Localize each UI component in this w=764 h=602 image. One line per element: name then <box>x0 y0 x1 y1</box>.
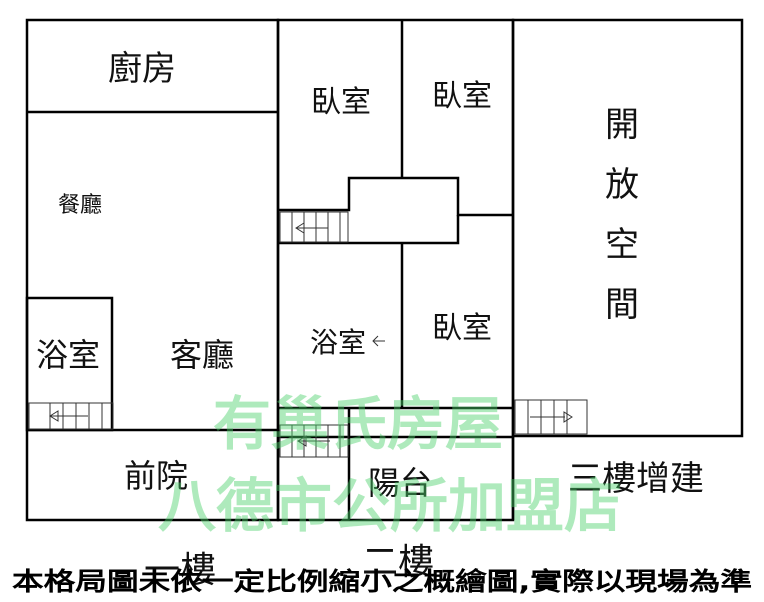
floor-label-second: 二樓 <box>362 542 434 583</box>
stairs-middle-lower <box>279 424 349 458</box>
room-bedroom-2: 臥室 <box>432 79 492 114</box>
stairs-middle-upper <box>279 211 349 243</box>
room-balcony: 陽台 <box>368 464 432 502</box>
room-bedroom-3: 臥室 <box>432 311 492 346</box>
stairs-left <box>28 402 114 430</box>
room-open-space-char-3: 空 <box>605 225 639 265</box>
room-bedroom-1: 臥室 <box>311 85 371 120</box>
room-dining: 餐廳 <box>58 193 102 218</box>
room-kitchen: 廚房 <box>108 49 176 89</box>
room-open-space-char-2: 放 <box>605 165 639 205</box>
room-third-floor-extension: 三樓增建 <box>568 459 704 499</box>
watermark-line-2: 八德市公所加盟店 <box>158 472 622 540</box>
room-bath-mid: 浴室 <box>310 326 366 359</box>
room-open-space-char-1: 開 <box>605 105 639 145</box>
floor-label-first: 一樓 <box>144 550 216 591</box>
right-floor-walls <box>511 18 744 520</box>
disclaimer-note: 本格局圖未依一定比例縮小之概繪圖,實際以現場為準 <box>12 567 752 596</box>
room-living: 客廳 <box>170 336 234 374</box>
room-front-yard: 前院 <box>124 457 188 495</box>
room-bath-left: 浴室 <box>36 336 100 374</box>
bath-arrow-icon <box>372 335 385 347</box>
watermark-line-1: 有巢氏房屋 <box>213 390 503 458</box>
stairs-right <box>514 399 588 435</box>
room-open-space-char-4: 間 <box>605 285 639 325</box>
